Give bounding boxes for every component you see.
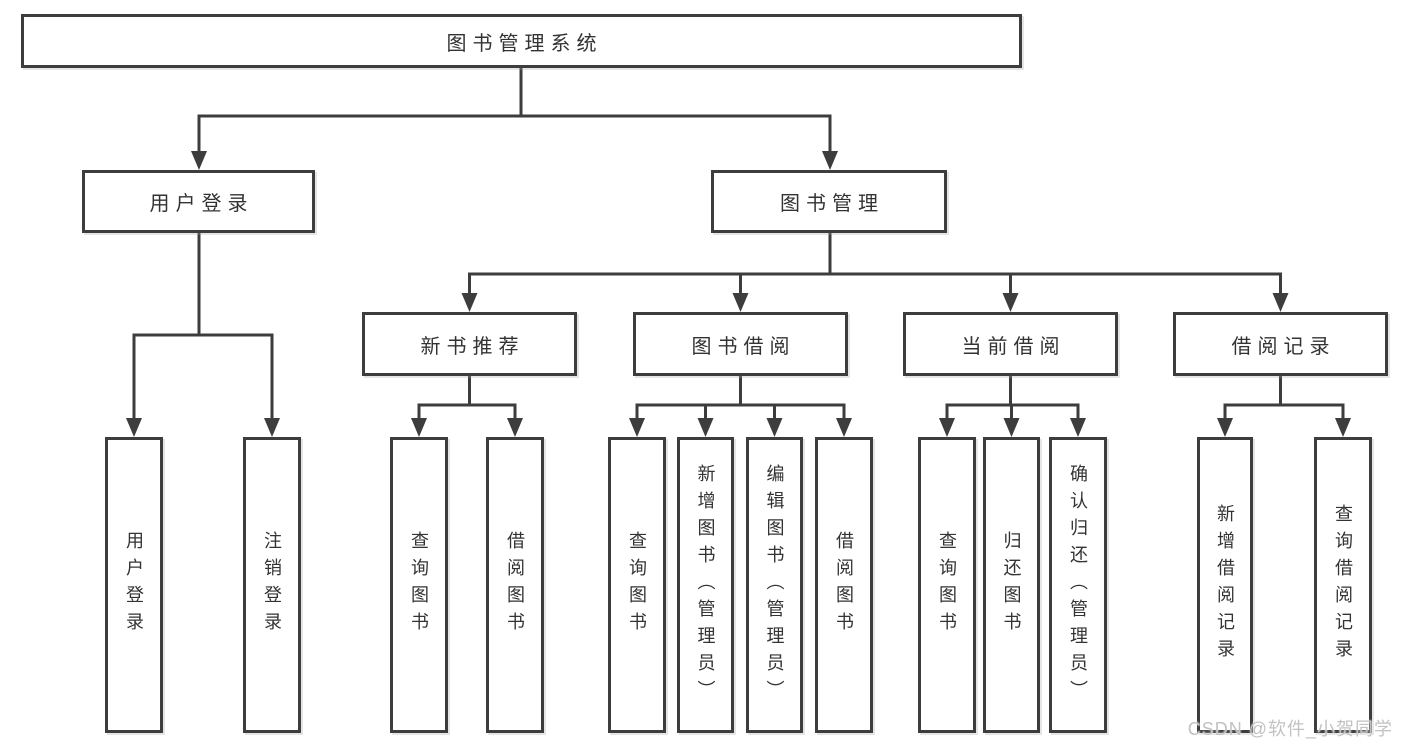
leaf-add-borrow-record: 新增借阅记录 — [1197, 437, 1253, 733]
leaf-query-books-recommend: 查询图书 — [390, 437, 448, 733]
node-user-login: 用户登录 — [82, 170, 315, 233]
connector-root-to-level2 — [191, 68, 838, 170]
leaf-user-login: 用户登录 — [105, 437, 163, 733]
node-new-book-recommend: 新书推荐 — [362, 312, 577, 376]
connector-currentborrow-to-leaves — [939, 376, 1086, 437]
leaf-query-borrow-record: 查询借阅记录 — [1314, 437, 1372, 733]
node-current-borrowing: 当前借阅 — [903, 312, 1118, 376]
connector-borrowrecords-to-leaves — [1217, 376, 1351, 437]
leaf-query-books-current: 查询图书 — [918, 437, 976, 733]
leaf-query-books-borrow: 查询图书 — [608, 437, 666, 733]
node-borrowing-records: 借阅记录 — [1173, 312, 1388, 376]
leaf-edit-books-admin: 编辑图书（管理员） — [746, 437, 803, 733]
connector-userlogin-to-leaves — [126, 233, 280, 437]
leaf-borrow-books: 借阅图书 — [815, 437, 873, 733]
node-book-borrowing: 图书借阅 — [633, 312, 848, 376]
leaf-return-books: 归还图书 — [983, 437, 1040, 733]
node-book-management: 图书管理 — [711, 170, 947, 233]
leaf-add-books-admin: 新增图书（管理员） — [677, 437, 734, 733]
connector-bookmgmt-to-level3 — [461, 233, 1289, 312]
leaf-borrow-books-recommend: 借阅图书 — [486, 437, 544, 733]
csdn-watermark: CSDN @软件_小贺同学 — [1187, 719, 1393, 739]
node-root-library-system: 图书管理系统 — [21, 14, 1022, 68]
connector-newbooks-to-leaves — [411, 376, 523, 437]
connector-bookborrow-to-leaves — [629, 376, 852, 437]
leaf-logout: 注销登录 — [243, 437, 301, 733]
leaf-confirm-return-admin: 确认归还（管理员） — [1049, 437, 1107, 733]
